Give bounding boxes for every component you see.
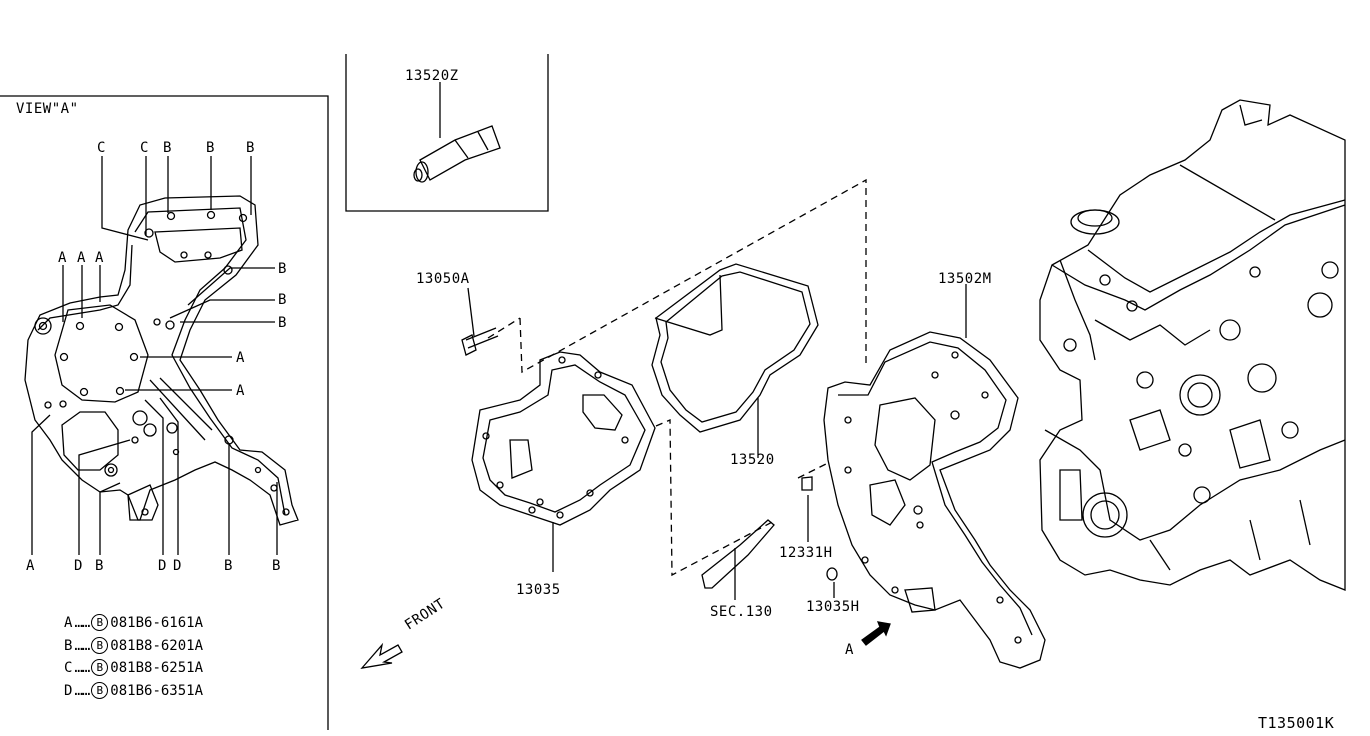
callout-d-bottom-2: D bbox=[158, 558, 167, 574]
bolt-badge-icon: B bbox=[91, 682, 109, 699]
view-a-cover-outline bbox=[24, 195, 299, 526]
part-13035h-label: 13035H bbox=[806, 599, 860, 615]
callout-b-top-2: B bbox=[206, 140, 215, 156]
callout-d-bottom-3: D bbox=[173, 558, 182, 574]
rear-cover-13502m bbox=[823, 331, 1046, 669]
part-12331h-label: 12331H bbox=[779, 545, 833, 561]
part-13520z-label: 13520Z bbox=[405, 68, 459, 84]
callout-a-left-1: A bbox=[58, 250, 67, 266]
gasket-13520-outline bbox=[651, 263, 819, 433]
legend-part-number: 081B6-6161A bbox=[110, 614, 204, 631]
callout-b-bottom-3: B bbox=[272, 558, 281, 574]
callout-c-1: C bbox=[97, 140, 106, 156]
callout-a-left-2: A bbox=[77, 250, 86, 266]
front-cover-13035 bbox=[471, 351, 656, 526]
callout-a-right-1: A bbox=[236, 350, 245, 366]
legend-part-number: 081B8-6201A bbox=[110, 637, 204, 654]
bolt-badge-icon: B bbox=[91, 659, 109, 676]
chain-guide-sec130 bbox=[701, 519, 775, 589]
callout-a-right-2: A bbox=[236, 383, 245, 399]
sec-130-label: SEC.130 bbox=[710, 604, 773, 620]
callout-b-top-1: B bbox=[163, 140, 172, 156]
bolt-icon bbox=[461, 287, 499, 356]
view-a-frame bbox=[0, 95, 329, 730]
bolt-badge-icon: B bbox=[91, 637, 109, 654]
callout-d-bottom-1: D bbox=[74, 558, 83, 574]
callout-a-left-3: A bbox=[95, 250, 104, 266]
callout-b-right-1: B bbox=[278, 261, 287, 277]
callout-b-right-2: B bbox=[278, 292, 287, 308]
callout-b-top-3: B bbox=[246, 140, 255, 156]
legend-part-number: 081B6-6351A bbox=[110, 682, 204, 699]
callout-b-bottom-2: B bbox=[224, 558, 233, 574]
diagram-code: T135001K bbox=[1258, 714, 1335, 732]
bolt-badge-icon: B bbox=[91, 614, 109, 631]
callout-b-right-3: B bbox=[278, 315, 287, 331]
engine-block-illustration bbox=[1039, 99, 1346, 591]
part-13035-label: 13035 bbox=[516, 582, 561, 598]
sealant-tube-icon bbox=[413, 82, 501, 183]
view-a-title: VIEW"A" bbox=[16, 101, 79, 117]
legend-part-number: 081B8-6251A bbox=[110, 659, 204, 676]
callout-c-2: C bbox=[140, 140, 149, 156]
part-13502m-label: 13502M bbox=[938, 271, 992, 287]
callout-a-bottom: A bbox=[26, 558, 35, 574]
part-13520-label: 13520 bbox=[730, 452, 775, 468]
callout-b-bottom-1: B bbox=[95, 558, 104, 574]
view-arrow-a-label: A bbox=[845, 642, 854, 658]
part-13050a-label: 13050A bbox=[416, 271, 470, 287]
sealant-box bbox=[345, 54, 549, 212]
